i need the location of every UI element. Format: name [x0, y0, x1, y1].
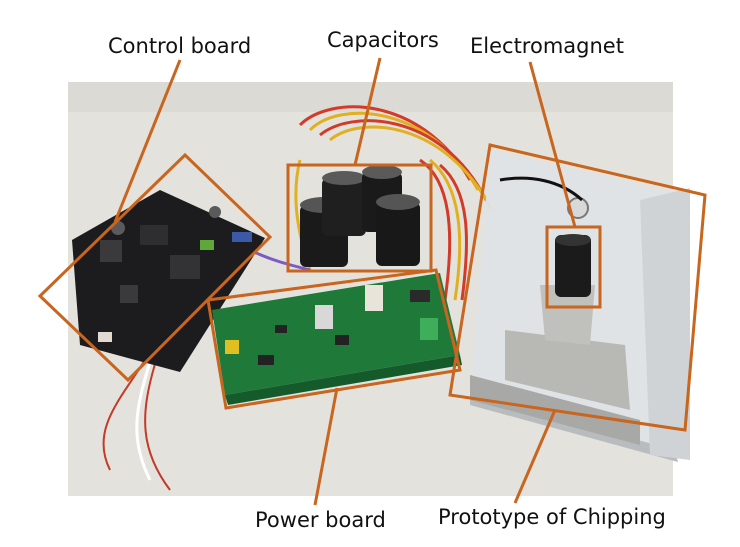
annotations	[37, 57, 707, 506]
label-control-board: Control board	[108, 34, 252, 58]
label-power-board: Power board	[255, 508, 386, 532]
capacitors	[300, 165, 420, 267]
label-prototype: Prototype of Chipping	[438, 505, 666, 529]
label-electromagnet: Electromagnet	[470, 34, 624, 58]
control-board	[72, 190, 265, 372]
capacitors-box	[286, 163, 433, 273]
electromagnet-leader	[528, 61, 577, 228]
label-capacitors: Capacitors	[327, 28, 439, 52]
prototype-frame	[470, 150, 690, 462]
prototype-box	[448, 143, 707, 432]
control-board-box	[37, 152, 273, 383]
capacitors-leader	[353, 57, 382, 166]
power-board-box	[206, 268, 462, 410]
power-board	[212, 273, 462, 405]
control-board-leader	[113, 59, 182, 223]
power-board-leader	[313, 387, 339, 506]
prototype-leader	[513, 409, 557, 504]
